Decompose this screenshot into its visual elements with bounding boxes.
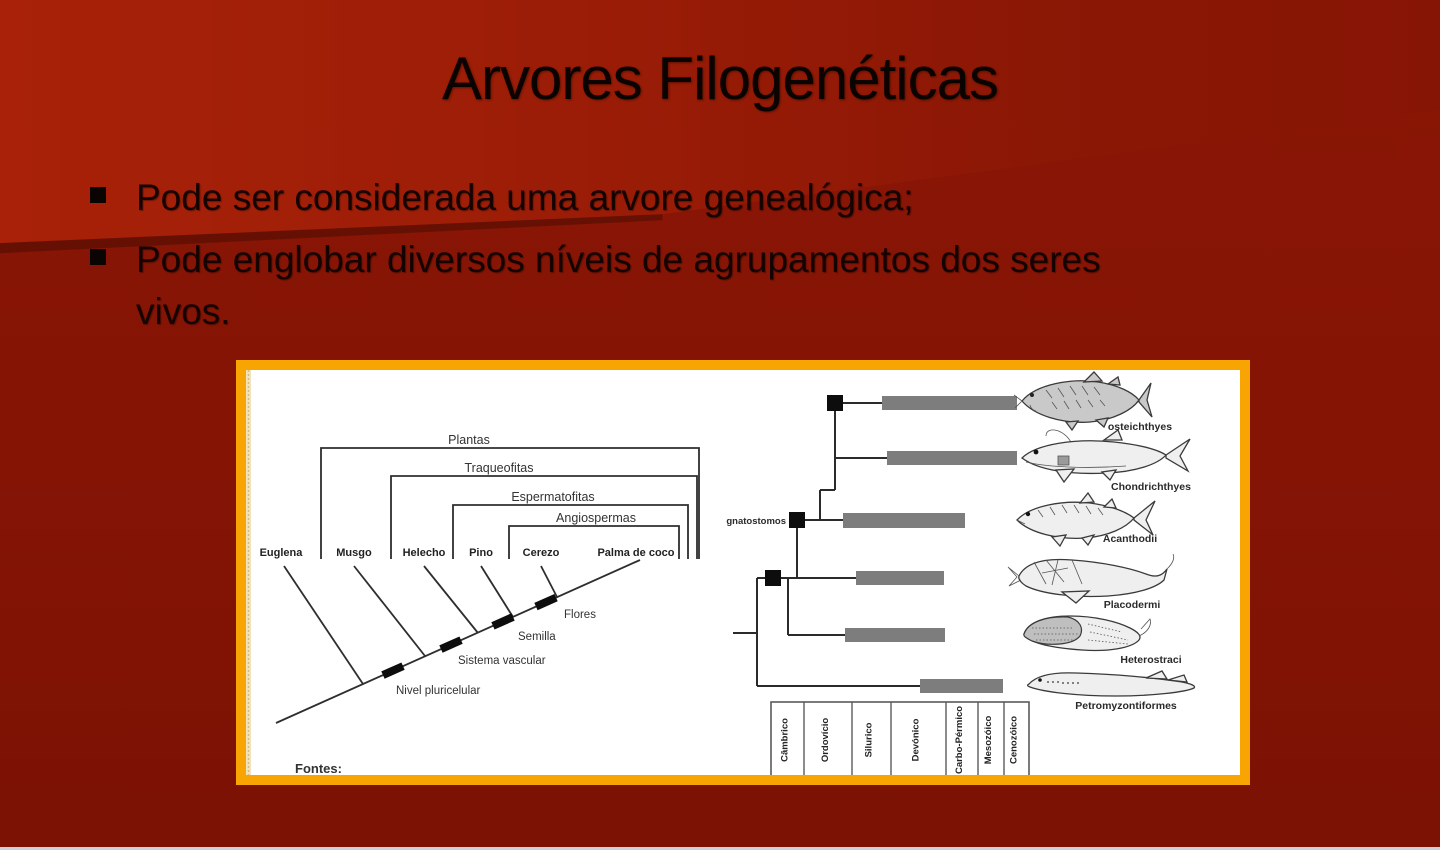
slide-bottom-edge — [0, 847, 1440, 850]
branch-pino — [480, 565, 514, 618]
period-label-devonico: Devónico — [911, 718, 922, 761]
clade-label-espermatofitas: Espermatofitas — [511, 490, 594, 504]
branch-musgo — [353, 565, 426, 657]
period-table-gridlines — [803, 702, 1005, 775]
fish-label-acanthodii: Acanthodii — [1103, 533, 1157, 545]
range-bar-osteichthyes — [882, 396, 1017, 410]
clade-label-plantas: Plantas — [448, 433, 490, 447]
clade-label-angiospermas: Angiospermas — [556, 511, 636, 525]
petromyzontiformes-fish-image — [1026, 670, 1196, 697]
phylogeny-figure-canvas: Plantas Traqueofitas Espermatofitas Angi… — [246, 370, 1196, 775]
fish-label-placodermi: Placodermi — [1104, 599, 1161, 611]
clade-bracket-plantas — [320, 447, 700, 559]
fish-tree-lines — [733, 402, 920, 687]
branch-euglena — [283, 565, 364, 685]
branch-cerezo — [540, 565, 558, 598]
range-bar-acanthodii — [843, 513, 965, 528]
node-osteo-chondro — [827, 395, 843, 411]
fish-label-petromyzontiformes: Petromyzontiformes — [1075, 700, 1177, 712]
heterostraci-fish-image — [1023, 615, 1151, 652]
bullet-text: Pode ser considerada uma arvore genealóg… — [136, 177, 914, 218]
bullet-square-icon — [90, 248, 106, 265]
trait-label-semilla: Semilla — [518, 631, 556, 643]
placodermi-fish-image — [1007, 553, 1175, 604]
figure-source-label: Fontes: — [295, 761, 342, 775]
bullet-list: Pode ser considerada uma arvore genealóg… — [90, 172, 1270, 348]
taxon-label-helecho: Helecho — [403, 547, 446, 559]
trait-label-flores: Flores — [564, 609, 596, 621]
fish-cladogram: Câmbrico Ordovício Silurico Devónico Car… — [726, 371, 1196, 775]
taxon-label-cerezo: Cerezo — [523, 547, 560, 559]
trait-mark-sistema-vascular — [439, 636, 463, 653]
range-bar-placodermi — [856, 571, 944, 585]
bullet-square-icon — [90, 187, 106, 203]
trait-label-nivel-pluricelular: Nivel pluricelular — [396, 685, 481, 697]
node-gnatostomos — [789, 512, 805, 528]
period-label-carbo-permico: Carbo-Pérmico — [954, 706, 965, 774]
node-lower — [765, 570, 781, 586]
clade-bracket-espermatofitas — [452, 504, 689, 559]
fish-label-heterostraci: Heterostraci — [1120, 654, 1181, 666]
period-label-cambrico: Câmbrico — [780, 718, 791, 762]
clade-bracket-traqueofitas — [390, 475, 698, 559]
slide-title: Arvores Filogenéticas — [442, 45, 999, 112]
clade-label-traqueofitas: Traqueofitas — [464, 461, 533, 475]
period-table: Câmbrico Ordovício Silurico Devónico Car… — [770, 701, 1030, 775]
trait-label-sistema-vascular: Sistema vascular — [458, 655, 546, 667]
bullet-text: Pode englobar diversos níveis de agrupam… — [136, 238, 1101, 333]
gill-pores — [1047, 681, 1079, 684]
acanthodii-fish-image — [1016, 491, 1156, 548]
fish-label-chondrichthyes: Chondrichthyes — [1111, 481, 1191, 493]
trait-mark-flores — [534, 593, 558, 611]
phylogeny-figure: Plantas Traqueofitas Espermatofitas Angi… — [236, 360, 1250, 785]
trait-mark-nivel-pluricelular — [381, 662, 405, 679]
taxon-label-euglena: Euglena — [260, 547, 304, 559]
taxon-label-pino: Pino — [469, 547, 493, 559]
range-bar-heterostraci — [845, 628, 945, 642]
taxon-label-palma-de-coco: Palma de coco — [597, 547, 674, 559]
range-bar-petromyzontiformes — [920, 679, 1003, 693]
osteichthyes-fish-image — [1013, 371, 1153, 432]
chondrichthyes-fish-image — [1021, 428, 1191, 484]
range-bar-chondrichthyes — [887, 451, 1017, 465]
bullet-item: Pode englobar diversos níveis de agrupam… — [90, 234, 1270, 339]
ancestor-label-gnatostomos: gnatostomos — [726, 516, 786, 527]
plant-cladogram: Plantas Traqueofitas Espermatofitas Angi… — [260, 433, 700, 775]
branch-helecho — [423, 565, 479, 634]
period-label-cenozoico: Cenozóico — [1009, 716, 1020, 764]
clade-bracket-angiospermas — [508, 525, 680, 559]
period-table-border — [770, 701, 1030, 775]
period-label-mesozoico: Mesozóico — [983, 716, 994, 765]
fish-label-osteichthyes: osteichthyes — [1108, 421, 1172, 433]
trait-mark-semilla — [491, 613, 515, 630]
period-label-ordovicio: Ordovício — [820, 718, 831, 763]
frame-inner-strip — [246, 370, 251, 775]
bullet-item: Pode ser considerada uma arvore genealóg… — [90, 172, 1270, 225]
taxon-label-musgo: Musgo — [336, 547, 372, 559]
period-label-silurico: Silurico — [864, 722, 875, 757]
